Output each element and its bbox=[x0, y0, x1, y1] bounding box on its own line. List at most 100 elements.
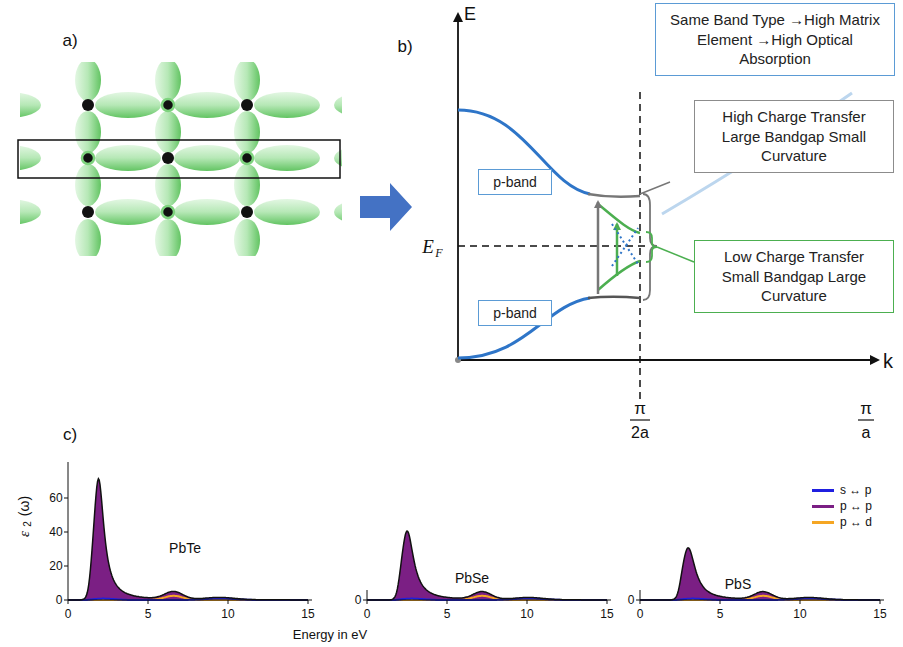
legend-text: s ↔ p bbox=[840, 483, 871, 497]
p-orbital-lobe bbox=[334, 199, 342, 225]
panel-letter: b) bbox=[397, 38, 412, 55]
y-axis-label: ε bbox=[17, 531, 32, 537]
grey-band bbox=[588, 194, 640, 197]
tick-label: 20 bbox=[49, 560, 62, 572]
p-orbital-lobe bbox=[254, 199, 320, 225]
legend-swatch bbox=[812, 505, 834, 508]
p-orbital-lobe bbox=[234, 111, 260, 153]
x-axis bbox=[68, 600, 312, 601]
anion-dot bbox=[162, 99, 174, 111]
callout-box: High Charge Transfer Large Bandgap Small… bbox=[694, 100, 894, 173]
band-box: p-band bbox=[478, 300, 552, 326]
x-tick bbox=[447, 600, 448, 604]
fermi-subscript: F bbox=[435, 247, 442, 259]
p-orbital-lobe bbox=[174, 199, 240, 225]
tick-label: 15 bbox=[873, 608, 886, 620]
x-tick bbox=[720, 600, 721, 604]
tick-label: 0 bbox=[637, 608, 644, 620]
tick-fraction: π bbox=[860, 400, 872, 417]
p-orbital-lobe bbox=[75, 164, 101, 206]
panel-letter: a) bbox=[62, 32, 77, 49]
dotted-cross bbox=[612, 228, 638, 266]
tick-fraction: a bbox=[862, 425, 871, 441]
p-orbital-lobe bbox=[234, 62, 260, 101]
p-orbital-lobe bbox=[75, 62, 101, 101]
y-axis bbox=[68, 462, 69, 600]
total-curve bbox=[640, 548, 880, 600]
callout-box: Same Band Type →High Matrix Element →Hig… bbox=[655, 3, 895, 76]
cation-dot bbox=[241, 206, 253, 218]
p-orbital-lobe bbox=[155, 111, 181, 153]
x-axis bbox=[640, 600, 884, 601]
tick-label: 0 bbox=[364, 608, 371, 620]
axis-label: k bbox=[883, 351, 893, 371]
grey-transition bbox=[597, 202, 600, 294]
p-orbital-lobe bbox=[95, 199, 161, 225]
tick-label: 5 bbox=[145, 608, 152, 620]
dotted-cross bbox=[612, 224, 638, 264]
p-orbital-lobe bbox=[174, 92, 240, 118]
fermi-line bbox=[458, 245, 650, 247]
grey-brace bbox=[643, 194, 657, 300]
compound-label: PbS bbox=[725, 577, 751, 591]
tick-label: 10 bbox=[793, 608, 806, 620]
box-text: Low Charge Transfer Small Bandgap Large … bbox=[709, 247, 879, 306]
p-orbital-lobe bbox=[234, 219, 260, 256]
p-orbital-lobe bbox=[75, 111, 101, 153]
fermi-label: E bbox=[422, 237, 434, 256]
x-tick bbox=[148, 600, 149, 604]
legend-text: p ↔ p bbox=[840, 499, 872, 513]
anion-dot bbox=[82, 152, 94, 164]
p-orbital-lobe bbox=[254, 145, 320, 171]
y-tick bbox=[64, 498, 68, 499]
total-curve bbox=[367, 531, 607, 600]
y-tick bbox=[64, 532, 68, 533]
anion-dot bbox=[241, 152, 253, 164]
y-tick bbox=[363, 600, 367, 601]
p-orbital-lobe bbox=[334, 145, 342, 171]
box-text: High Charge Transfer Large Bandgap Small… bbox=[709, 107, 879, 166]
x-tick bbox=[607, 600, 608, 604]
tick-label: 15 bbox=[600, 608, 613, 620]
legend-swatch bbox=[812, 521, 834, 524]
p-orbital-lobe bbox=[20, 199, 41, 225]
cation-dot bbox=[82, 99, 94, 111]
y-tick bbox=[64, 566, 68, 567]
y-axis bbox=[640, 590, 641, 600]
p-orbital-lobe bbox=[174, 145, 240, 171]
p-orbital-lobe bbox=[334, 92, 342, 118]
p-orbital-lobe bbox=[234, 164, 260, 206]
legend-text: p ↔ d bbox=[840, 515, 872, 529]
band-box: p-band bbox=[478, 169, 552, 195]
cation-dot bbox=[162, 152, 174, 164]
tick-fraction: π bbox=[634, 400, 646, 417]
compound-label: PbSe bbox=[455, 571, 489, 585]
fraction-bar bbox=[630, 419, 650, 420]
fraction-bar bbox=[858, 419, 874, 420]
x-tick bbox=[640, 600, 641, 604]
compound-label: PbTe bbox=[169, 541, 201, 555]
y-tick bbox=[64, 600, 68, 601]
axis-label: E bbox=[464, 5, 476, 23]
box-text: p-band bbox=[483, 173, 547, 191]
tick-label: 5 bbox=[444, 608, 451, 620]
p-orbital-lobe bbox=[20, 145, 41, 171]
x-tick bbox=[527, 600, 528, 604]
cation-dot bbox=[82, 206, 94, 218]
tick-label: 0 bbox=[628, 594, 635, 606]
p-orbital-lobe bbox=[254, 92, 320, 118]
tick-label: 60 bbox=[49, 492, 62, 504]
tick-fraction: 2a bbox=[631, 425, 649, 441]
x-tick bbox=[800, 600, 801, 604]
p-orbital-lobe bbox=[75, 219, 101, 256]
p-orbital-lobe bbox=[20, 92, 41, 118]
energy-axis bbox=[457, 14, 459, 362]
box-text: p-band bbox=[483, 304, 547, 322]
p-p-area bbox=[640, 548, 880, 600]
orbital-lattice bbox=[20, 62, 342, 256]
p-p-area bbox=[367, 531, 607, 600]
x-tick bbox=[367, 600, 368, 604]
tick-label: 40 bbox=[49, 526, 62, 538]
green-band bbox=[598, 204, 640, 233]
